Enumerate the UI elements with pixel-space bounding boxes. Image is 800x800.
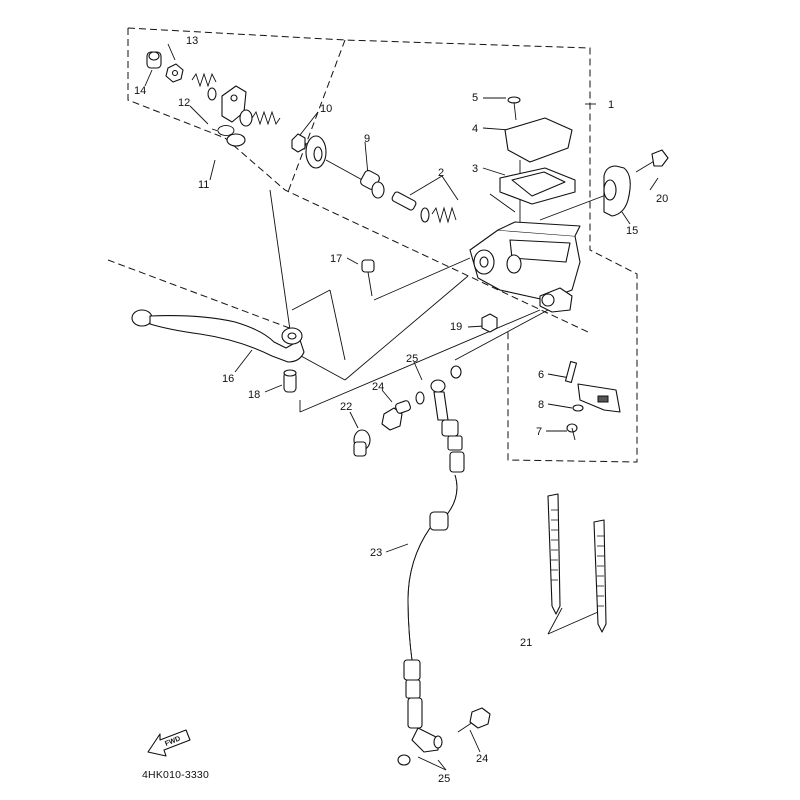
brake-switch-part — [564, 361, 621, 413]
callout-3: 3 — [472, 163, 478, 175]
callout-11: 11 — [198, 179, 209, 191]
brake-lever-part — [131, 309, 305, 363]
cap-screw-part — [507, 96, 521, 121]
callout-21: 21 — [520, 637, 532, 649]
copper-washer-upper-part — [415, 365, 462, 405]
small-springs-part — [191, 72, 281, 126]
union-bolt-lower-part — [457, 707, 491, 733]
hose-fitting-part — [353, 429, 371, 457]
leader-lines — [144, 43, 659, 771]
cable-band-part — [547, 493, 607, 633]
copper-washer-lower-part — [397, 735, 443, 766]
collar-part — [283, 369, 297, 393]
brake-hose-part — [403, 379, 465, 753]
callout-5: 5 — [472, 92, 478, 104]
diagram-code: 4HK010-3330 — [142, 769, 209, 781]
holder-bolt-part — [635, 149, 669, 173]
callout-22: 22 — [340, 401, 352, 413]
fwd-arrow-icon: FWD — [147, 729, 191, 757]
dust-boot-part — [291, 133, 327, 169]
callout-8: 8 — [538, 399, 544, 411]
callout-14: 14 — [134, 85, 146, 97]
callout-labels: 13 14 12 10 11 9 2 5 4 3 1 20 15 17 19 1… — [134, 35, 668, 785]
assembly-boundary-lines — [107, 27, 638, 463]
callout-13: 13 — [186, 35, 198, 47]
reservoir-cap-part — [504, 117, 573, 163]
master-cylinder-body-part — [469, 221, 581, 313]
pivot-adjuster-part — [221, 85, 253, 127]
callout-25-lower: 25 — [438, 773, 450, 785]
callout-17: 17 — [330, 253, 342, 265]
callout-2: 2 — [438, 167, 444, 179]
nut-part — [165, 63, 184, 83]
diaphragm-part — [499, 167, 576, 205]
callout-10: 10 — [320, 103, 332, 115]
master-cylinder-holder-part — [603, 165, 631, 217]
callout-12: 12 — [178, 97, 190, 109]
callout-7: 7 — [536, 426, 542, 438]
callout-24-upper: 24 — [372, 381, 384, 393]
union-bolt-upper-part — [381, 400, 411, 431]
callout-4: 4 — [472, 123, 478, 135]
o-ring-part — [226, 133, 246, 147]
switch-screw-part — [566, 423, 578, 441]
rubber-cap-part — [146, 51, 162, 69]
callout-24-lower: 24 — [476, 753, 488, 765]
callout-16: 16 — [222, 373, 234, 385]
callout-19: 19 — [450, 321, 462, 333]
callout-20: 20 — [656, 193, 668, 205]
callout-25-upper: 25 — [406, 353, 418, 365]
push-rod-part — [325, 159, 385, 199]
switch-washer-part — [572, 404, 584, 412]
e-clip-part — [211, 125, 235, 136]
callout-18: 18 — [248, 389, 260, 401]
callout-1: 1 — [608, 99, 614, 111]
callout-6: 6 — [538, 369, 544, 381]
piston-kit-part — [391, 191, 457, 224]
lever-bolt-part — [361, 259, 375, 297]
callout-15: 15 — [626, 225, 638, 237]
lever-nut-part — [481, 313, 498, 333]
callout-9: 9 — [364, 133, 370, 145]
callout-23: 23 — [370, 547, 382, 559]
